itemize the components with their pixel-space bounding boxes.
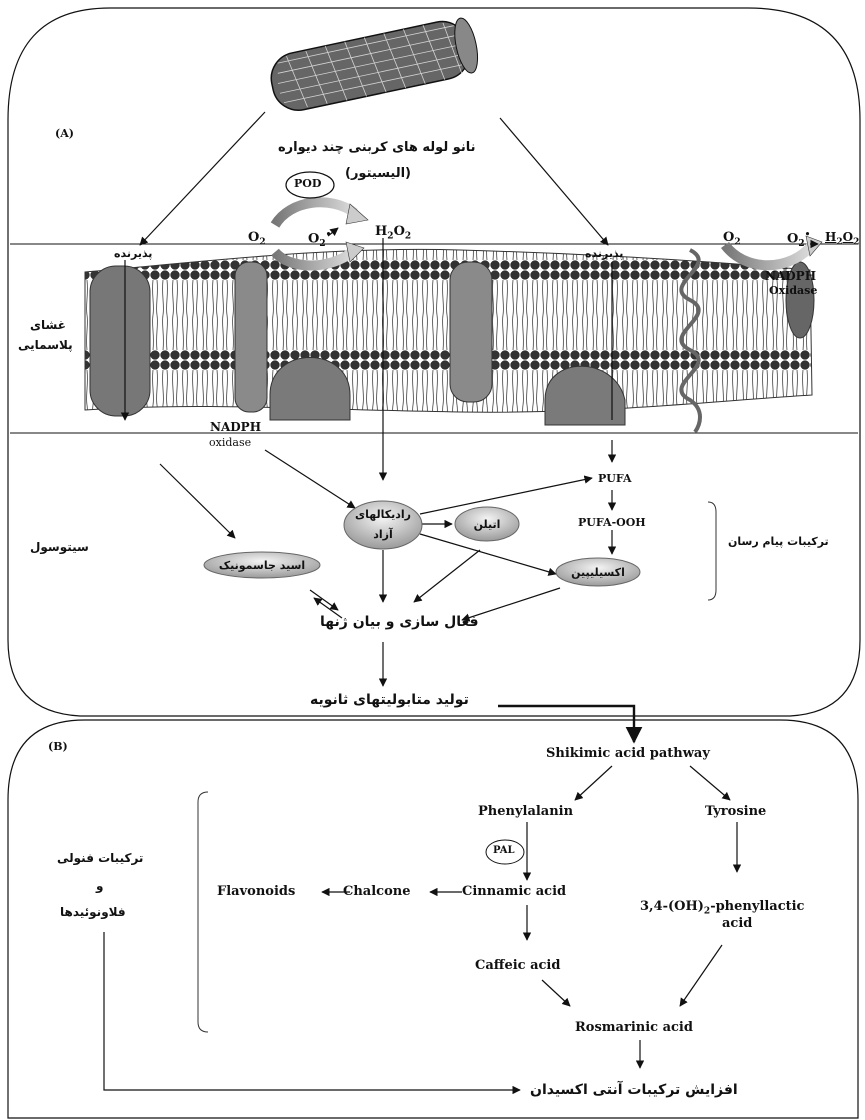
signal-compounds-label: ترکیبات پیام رسان (728, 535, 829, 548)
phenolic-label-1: ترکیبات فنولی (57, 851, 144, 865)
nadph-oxidase-left-1: NADPH (210, 420, 262, 434)
o2-left: O2 (248, 230, 266, 248)
pufa-label: PUFA (598, 472, 632, 485)
systemin-ellipse (555, 557, 641, 587)
phenolic-label-2: و (96, 879, 104, 893)
membrane-helix (679, 248, 702, 434)
rosmarinic-acid-label: Rosmarinic acid (575, 1020, 693, 1035)
superoxide-left: O2• (308, 230, 332, 249)
shikimic-pathway-label: Shikimic acid pathway (546, 746, 710, 761)
phenolic-bracket (197, 791, 209, 1033)
connector-to-shikimic (498, 704, 643, 744)
cinnamic-acid-label: Cinnamic acid (462, 884, 567, 899)
pal-label: PAL (493, 845, 515, 856)
signal-bracket (707, 501, 717, 601)
pod-label: POD (294, 177, 322, 190)
pufa-ooh-label: PUFA-OOH (578, 516, 646, 529)
gene-activation-label: فعال سازی و بیان ژنها (320, 614, 479, 630)
ethylene-label: اتیلن (473, 517, 501, 531)
receptor-left: پذیرنده (114, 247, 153, 260)
nadph-right-arc (720, 241, 816, 271)
nadph-oxidase-right-2: Oxidase (769, 284, 818, 297)
pod-ellipse (285, 171, 335, 199)
nanotube-graphic (270, 17, 479, 111)
panel-a-label: (A) (55, 127, 74, 140)
flavonoids-label: Flavonoids (217, 884, 296, 899)
tyrosine-label: Tyrosine (705, 804, 767, 819)
jasmonic-acid-label: اسید جاسمونیک (218, 558, 306, 572)
panel-b-border (7, 719, 859, 1119)
free-radicals-label-2: آزاد (373, 527, 393, 541)
phenyllactic-acid-label-2: acid (722, 916, 753, 931)
secondary-metabolites-label: تولید متابولیتهای ثانویه (310, 692, 469, 708)
membrane-protein-3 (269, 357, 351, 421)
pod-arc-top (270, 197, 358, 228)
cytosol-label: سیتوسول (30, 540, 89, 554)
chalcone-label: Chalcone (343, 884, 411, 899)
phenolic-label-3: فلاونوئیدها (60, 905, 126, 919)
panel-b-label: (B) (48, 740, 68, 753)
o2-right: O2 (723, 230, 741, 248)
panel-a-border (7, 7, 861, 717)
pal-ellipse (485, 839, 525, 865)
elicitor-title: نانو لوله های کربنی چند دیواره (278, 140, 476, 155)
membrane-label-2: پلاسمایی (18, 338, 73, 352)
jasmonic-ellipse (203, 551, 321, 579)
h2o2-left: H2O2 (375, 224, 412, 242)
pod-arc-bottom (271, 247, 356, 271)
caffeic-acid-label: Caffeic acid (475, 958, 561, 973)
membrane-protein-6 (785, 261, 815, 339)
membrane-label-1: غشای (30, 318, 66, 332)
free-radicals-label-1: رادیکالهای (355, 507, 412, 521)
plasma-membrane (84, 248, 813, 413)
membrane-protein-5 (544, 365, 626, 426)
ethylene-ellipse (454, 506, 520, 542)
free-radicals-ellipse (343, 500, 423, 550)
h2o2-right: H2O2 (825, 230, 860, 248)
membrane-protein-2 (234, 261, 268, 413)
phenyllactic-acid-label: 3,4-(OH)2-phenyllactic (640, 899, 805, 917)
systemin-label: اکسیلیپین (571, 565, 625, 579)
receptor-right: پذیرنده (585, 247, 624, 260)
elicitor-subtitle: (الیسیتور) (345, 166, 412, 181)
phenylalanin-label: Phenylalanin (478, 804, 574, 819)
superoxide-right: O2• (787, 230, 811, 249)
pod-arc-top-head (345, 203, 369, 225)
pod-arc-bottom-head (345, 241, 365, 263)
membrane-protein-1 (89, 265, 151, 417)
nadph-oxidase-left-2: oxidase (209, 436, 252, 449)
antioxidant-label: افزایش ترکیبات آنتی اکسیدان (530, 1082, 738, 1098)
nadph-oxidase-right-1: NADPH (765, 269, 817, 283)
membrane-protein-4 (449, 261, 493, 403)
